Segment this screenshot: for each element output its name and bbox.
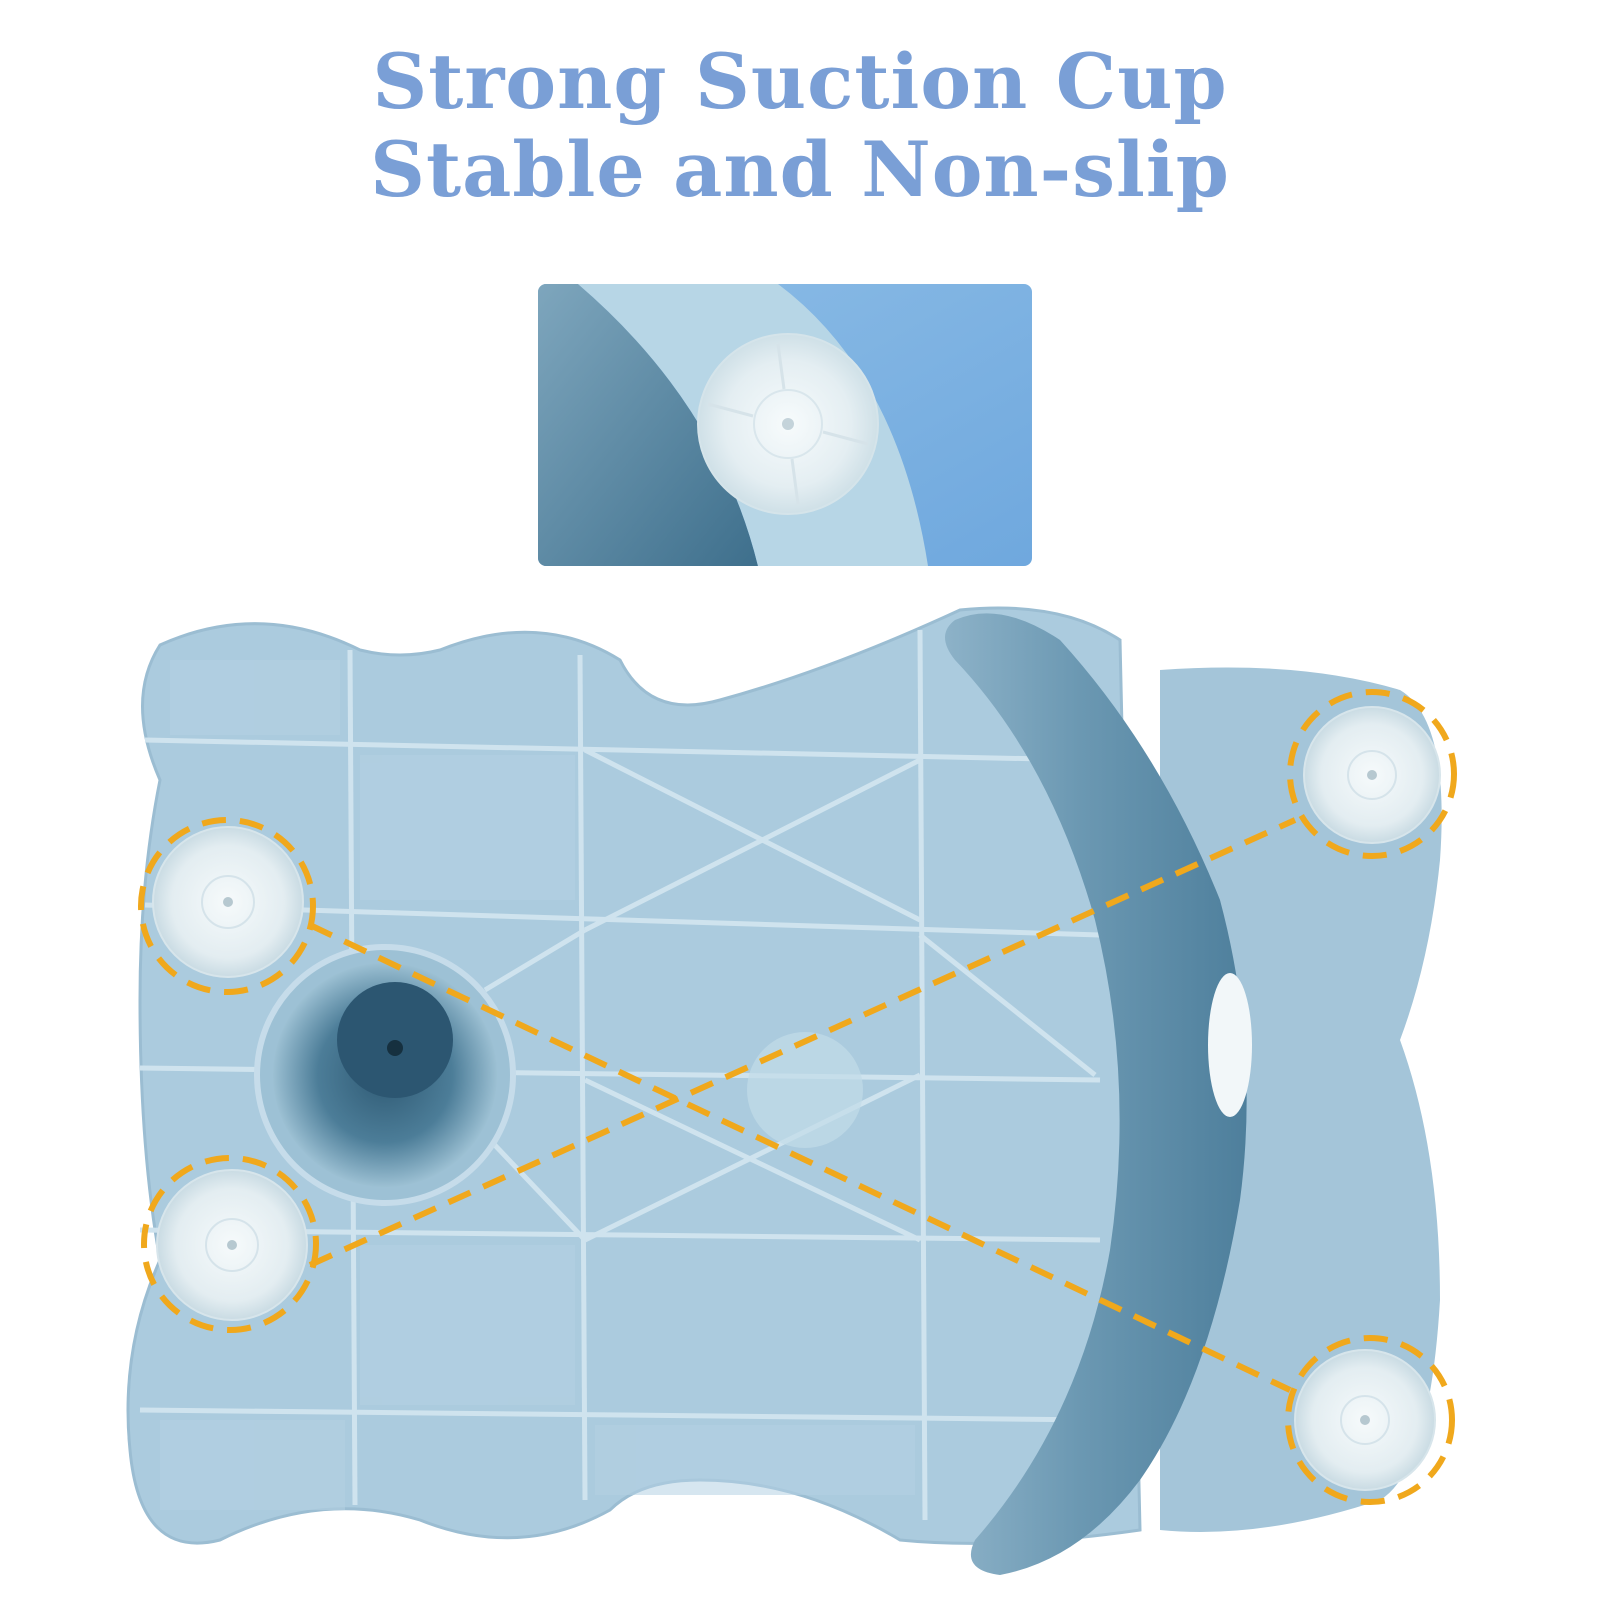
suction-cup-icon (697, 333, 879, 515)
handle-hole (1208, 973, 1252, 1117)
highlight-circle-bottom-left (141, 1155, 319, 1333)
suction-cup-top-right (1303, 706, 1441, 844)
rib-cells (160, 660, 915, 1510)
inset-seat-back (538, 284, 758, 566)
suction-cup-bottom-right (1294, 1349, 1436, 1491)
inner-suction-cup-shadow (747, 1032, 863, 1148)
stool-side-panel (1160, 667, 1442, 1532)
suction-cup-closeup (538, 284, 1032, 566)
headline: Strong Suction Cup Stable and Non-slip (0, 38, 1600, 214)
highlight-circle-top-right (1287, 689, 1457, 859)
suction-cup-top-left (152, 826, 304, 978)
highlight-line-diagonal-1 (308, 922, 1292, 1393)
dashed-circle-icon (138, 689, 1457, 1505)
suction-cup-bottom-left (156, 1169, 308, 1321)
highlight-line-diagonal-2 (308, 817, 1297, 1268)
highlight-circle-top-left (138, 817, 316, 995)
highlight-circle-bottom-right (1285, 1335, 1455, 1505)
closeup-illustration (538, 284, 1032, 566)
headline-line-2: Stable and Non-slip (370, 125, 1230, 214)
center-post (254, 944, 516, 1206)
headline-line-1: Strong Suction Cup (372, 37, 1228, 126)
